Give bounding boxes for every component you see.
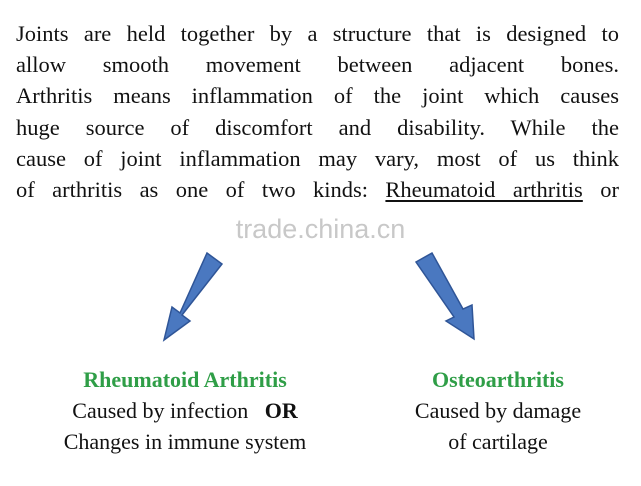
- intro-paragraph: Joints are held together by a structure …: [16, 18, 619, 205]
- rheumatoid-cause-text: Caused by infection: [72, 398, 249, 423]
- paragraph-line-4: huge source of discomfort and disability…: [16, 114, 619, 140]
- osteo-cause-line-1: Caused by damage: [414, 398, 582, 423]
- or-label: OR: [264, 398, 298, 423]
- osteo-cause-line-2: of cartilage: [448, 429, 548, 454]
- rheumatoid-arthritis-link[interactable]: Rheumatoid arthritis: [385, 177, 583, 203]
- paragraph-line-1: Joints are held together by a structure …: [16, 21, 619, 46]
- paragraph-line-6-suffix: or: [582, 177, 619, 203]
- rheumatoid-arthritis-box: Rheumatoid Arthritis Caused by infection…: [20, 364, 350, 457]
- paragraph-line-5: cause of joint inflammation may vary, mo…: [16, 145, 619, 171]
- osteoarthritis-box: Osteoarthritis Caused by damage of carti…: [378, 364, 618, 457]
- paragraph-line-3: Arthritis means inflammation of the join…: [16, 83, 619, 109]
- right-arrow-icon: [414, 251, 475, 341]
- watermark: trade.china.cn: [235, 214, 406, 244]
- rheumatoid-arthritis-title: Rheumatoid Arthritis: [83, 367, 287, 392]
- rheumatoid-cause-line-2: Changes in immune system: [63, 429, 307, 454]
- paragraph-line-6-prefix: of arthritis as one of two kinds:: [16, 177, 386, 203]
- osteoarthritis-title: Osteoarthritis: [432, 367, 564, 392]
- left-arrow-icon: [162, 251, 224, 342]
- paragraph-line-6: of arthritis as one of two kinds: Rheuma…: [16, 174, 619, 205]
- paragraph-line-2: allow smooth movement between adjacent b…: [16, 52, 619, 78]
- rheumatoid-cause-line-1: Caused by infection OR: [20, 395, 350, 426]
